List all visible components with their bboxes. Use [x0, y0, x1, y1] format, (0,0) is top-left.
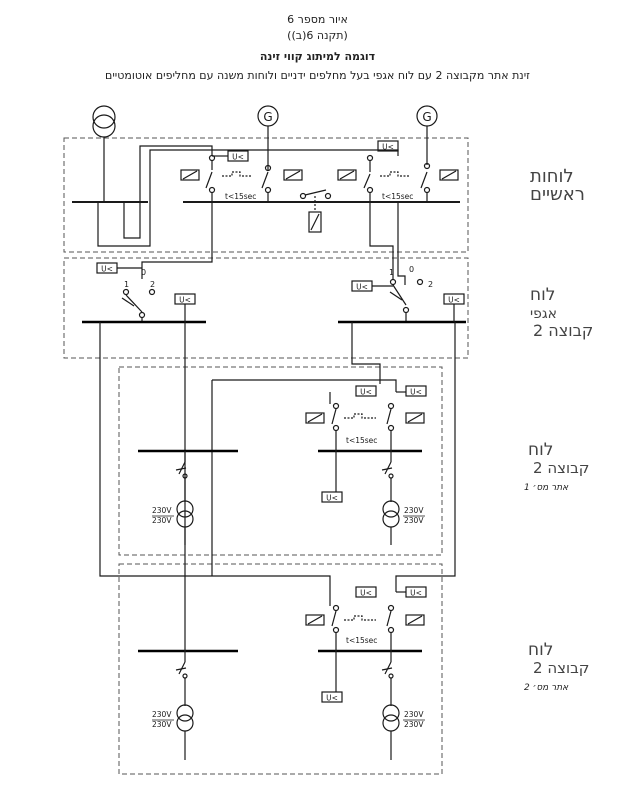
ratio: 230V [404, 720, 424, 729]
site2-panel-frame [118, 563, 443, 775]
relay-label: U< [326, 694, 338, 703]
timer-label: t<15sec [346, 436, 377, 445]
figure-number: איור מספר 6 [287, 13, 348, 26]
site2-label-3: אתר מס׳ 2 [524, 683, 569, 693]
wing-left-switch: U< 1 0 2 [96, 262, 156, 322]
generator-label: G [263, 110, 272, 124]
relay-label: U< [326, 494, 338, 503]
ratio: 230V [404, 506, 424, 515]
pos-1: 1 [124, 280, 129, 289]
generator-right: G [416, 105, 438, 165]
actuators-main [180, 169, 459, 181]
site1-board: 230V 230V U< U< t<15sec U< 230V 230V [138, 385, 427, 545]
relays-main: U< U< [212, 140, 399, 162]
pos-2: 2 [428, 280, 433, 289]
utility-transformer [92, 105, 116, 202]
relay-label: U< [356, 283, 368, 292]
wing-panel-label-1: לוח [530, 285, 555, 305]
wing-panel-frame [63, 257, 469, 359]
main-panel-label-1: לוחות [530, 166, 574, 187]
main-panels-frame [63, 137, 469, 253]
timer-label: t<15sec [346, 636, 377, 645]
site2-label-2: קבוצה 2 [533, 659, 589, 677]
main-panel-label-2: ראשיים [530, 184, 585, 205]
site1-label-1: לוח [528, 440, 553, 460]
ratio: 230V [404, 710, 424, 719]
site2-label-1: לוח [528, 640, 553, 660]
ratio: 230V [404, 516, 424, 525]
relay-label: U< [448, 296, 460, 305]
wing-right-switch: U< 1 0 2 [351, 265, 433, 322]
relay-label: U< [232, 153, 244, 162]
relay-label: U< [360, 589, 372, 598]
relay-label: U< [410, 589, 422, 598]
relay-label: U< [360, 388, 372, 397]
pos-1: 1 [389, 268, 394, 277]
pos-0: 0 [409, 265, 414, 274]
ratio: 230V [152, 506, 172, 515]
main-switches [205, 154, 431, 233]
panel-frames [63, 137, 469, 775]
site1-panel-frame [118, 366, 443, 556]
pos-0: 0 [141, 268, 146, 277]
diagram-subtitle: זינת אתר מקבוצה 2 עם לוח אגפי בעל מחלפים… [105, 69, 530, 82]
pos-2: 2 [150, 280, 155, 289]
site1-transformer-a [176, 500, 194, 518]
relay-label: U< [410, 388, 422, 397]
generator-label: G [422, 110, 431, 124]
diagram-title: דוגמה למיתוג קווי זינה [259, 50, 376, 63]
ratio: 230V [152, 516, 172, 525]
relay-label: U< [179, 296, 191, 305]
relay-label: U< [101, 265, 113, 274]
site1-label-3: אתר מס׳ 1 [524, 483, 569, 493]
timer-label: t<15sec [225, 192, 256, 201]
generator-left: G [257, 105, 279, 165]
site1-label-2: קבוצה 2 [533, 459, 589, 477]
wing-panel-label-2: אגפי [530, 306, 557, 322]
ratio: 230V [152, 720, 172, 729]
site2-board: 230V 230V U< U< t<15sec U< 230V 230V [138, 586, 427, 760]
ratio: 230V [152, 710, 172, 719]
wing-panel-label-3: קבוצה 2 [533, 321, 593, 340]
relay-label: U< [382, 143, 394, 152]
regulation-ref: (תקנה 6(ב)) [287, 29, 348, 42]
timer-label: t<15sec [382, 192, 413, 201]
